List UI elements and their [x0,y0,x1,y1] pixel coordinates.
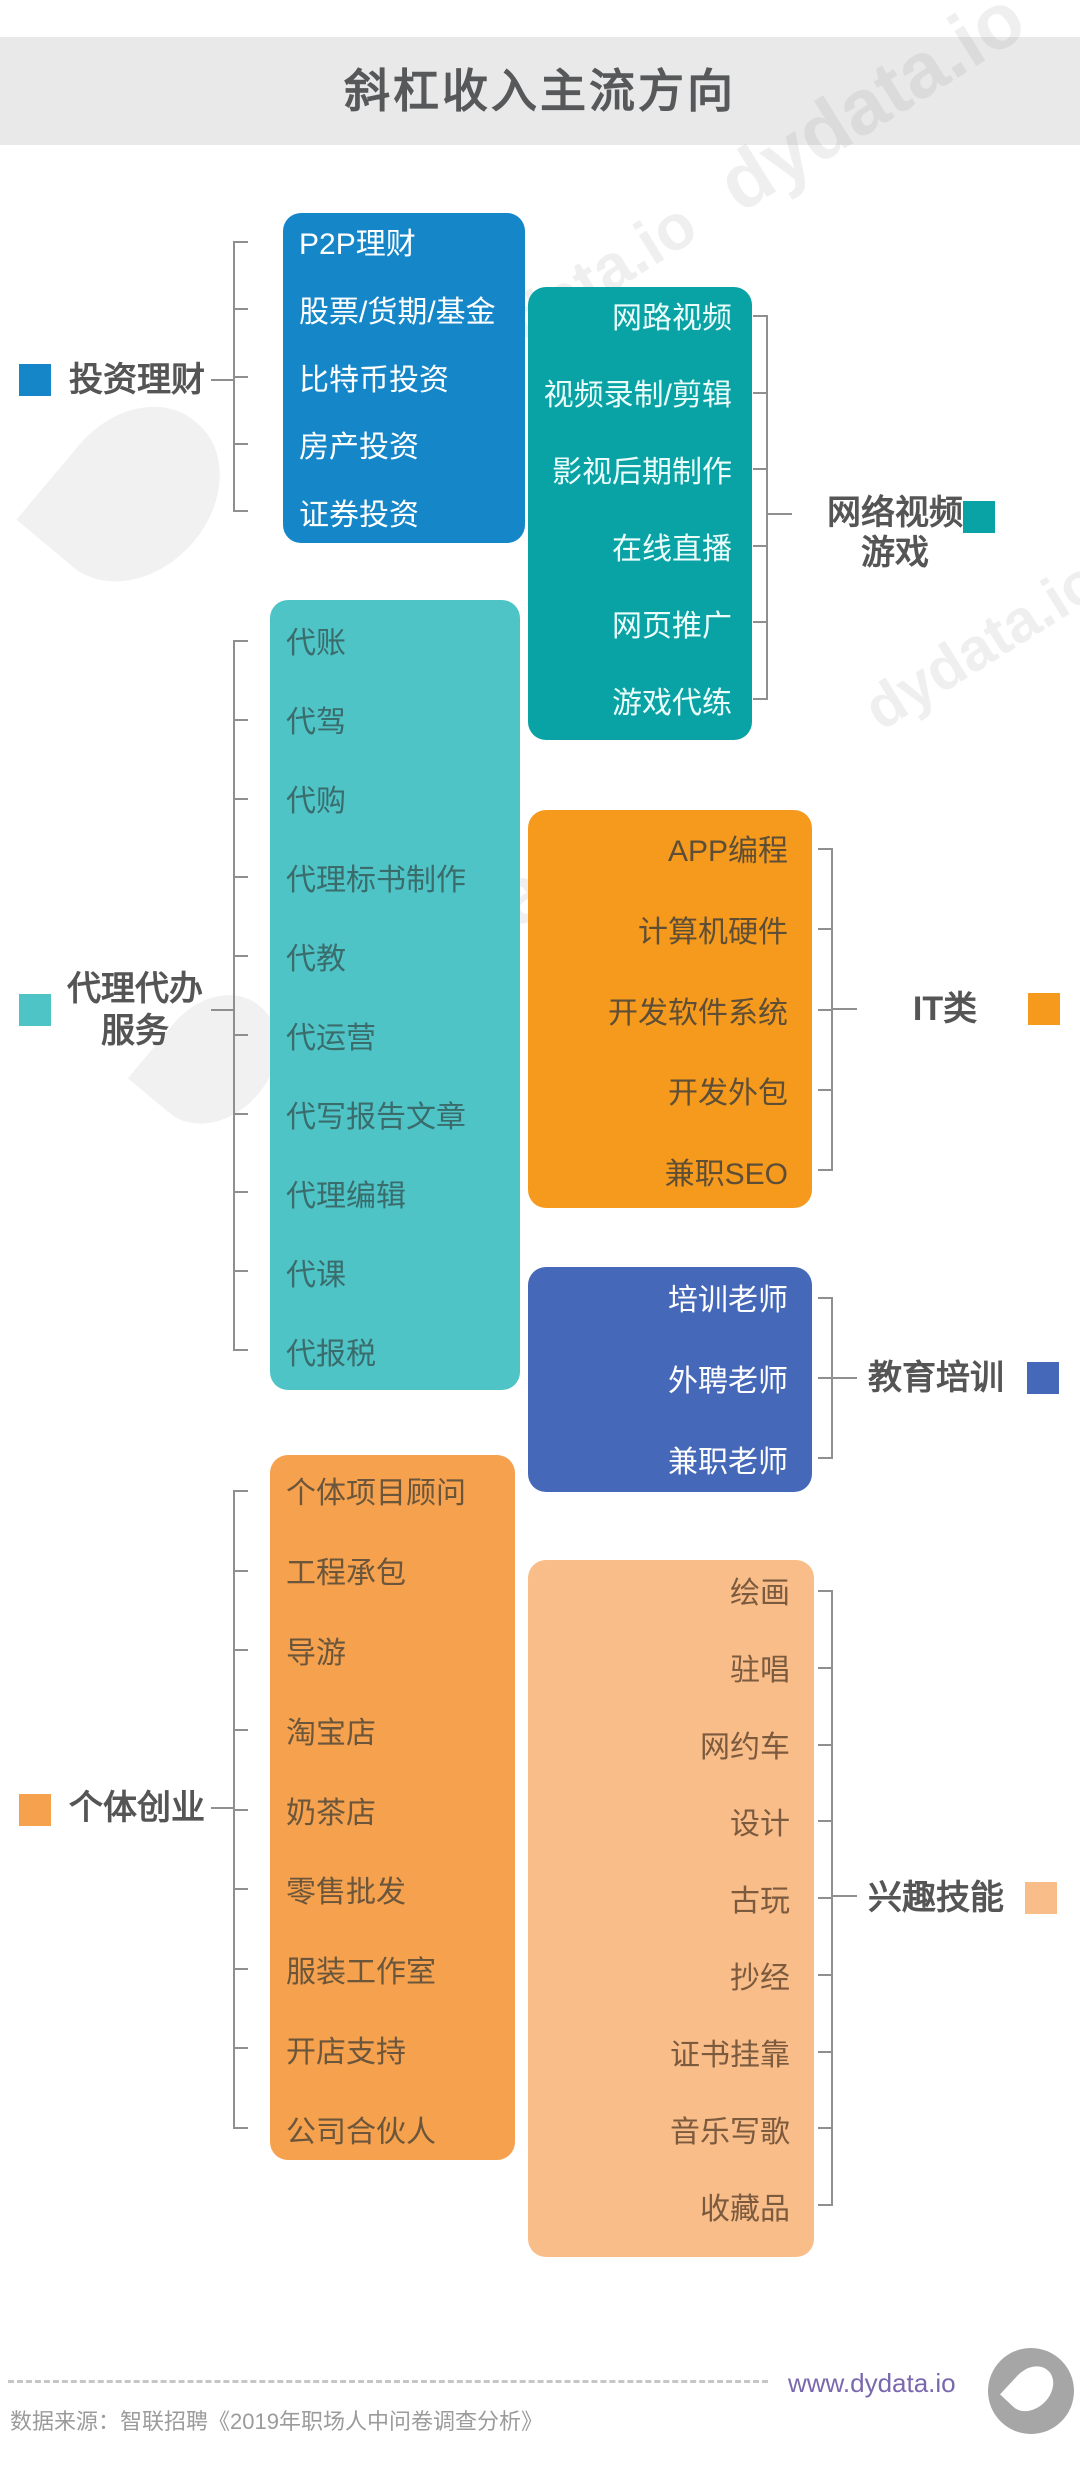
list-item: 代驾 [286,706,346,739]
list-item: 淘宝店 [286,1716,376,1750]
list-item: APP编程 [667,835,788,868]
list-item: 网路视频 [612,302,732,335]
list-item: 工程承包 [286,1556,406,1590]
list-item: 代理编辑 [286,1180,406,1213]
category-color-square [19,1794,51,1826]
list-item: 设计 [730,1808,790,1841]
label-connector-line [833,1377,857,1379]
list-item: 开店支持 [286,2036,406,2070]
list-item: 代账 [286,627,346,660]
category-label: 投资理财 [69,361,205,399]
bracket-connector [818,1590,833,2206]
list-item: 零售批发 [286,1876,406,1910]
category-color-square [1025,1882,1057,1914]
list-item: 服装工作室 [286,1956,436,1990]
list-item: 导游 [286,1636,346,1670]
list-item: 个体项目顾问 [286,1477,466,1510]
label-connector-line [768,513,792,515]
footer-dashed-divider [8,2380,768,2383]
watermark-text: dydata.io [852,546,1080,743]
list-item: 房产投资 [299,431,419,465]
category-label: 网络视频 游戏 [827,494,963,572]
list-item: 代写报告文章 [286,1101,466,1134]
label-connector-line [833,1008,857,1010]
bracket-connector [818,848,833,1171]
category-color-square [19,994,51,1026]
list-item: 证券投资 [299,499,419,532]
list-item: P2P理财 [299,228,416,261]
category-color-square [1028,993,1060,1025]
bracket-connector [818,1297,833,1459]
list-item: 比特币投资 [299,363,449,397]
list-item: 驻唱 [730,1654,790,1687]
category-items-box: 个体项目顾问工程承包导游淘宝店奶茶店零售批发服装工作室开店支持公司合伙人 [270,1455,515,2160]
dydata-flame-logo [988,2348,1074,2434]
category-items-box: P2P理财股票/货期/基金比特币投资房产投资证券投资 [283,213,525,543]
category-color-square [1027,1362,1059,1394]
bracket-connector [753,315,768,700]
bracket-connector [233,241,248,512]
category-items-box: 网路视频视频录制/剪辑影视后期制作在线直播网页推广游戏代练 [528,287,752,740]
list-item: 股票/货期/基金 [299,295,496,329]
list-item: 代课 [286,1259,346,1292]
label-connector-line [833,1895,857,1897]
list-item: 代报税 [286,1338,376,1371]
label-connector-line [211,1009,233,1011]
list-item: 培训老师 [668,1284,788,1317]
list-item: 公司合伙人 [286,2116,436,2149]
footer-website-link[interactable]: www.dydata.io [788,2368,956,2398]
list-item: 外聘老师 [668,1365,788,1398]
list-item: 代购 [286,785,346,818]
list-item: 证书挂靠 [670,2039,790,2072]
watermark-flame-logo [16,374,254,616]
bracket-connector [233,1490,248,2129]
category-label: 代理代办 服务 [67,970,203,1050]
category-items-box: APP编程计算机硬件开发软件系统开发外包兼职SEO [528,810,812,1208]
list-item: 抄经 [730,1962,790,1995]
list-item: 代理标书制作 [286,864,466,897]
page-title: 斜杠收入主流方向 [344,65,736,117]
category-label: IT类 [912,990,978,1028]
category-items-box: 培训老师外聘老师兼职老师 [528,1267,812,1492]
list-item: 兼职SEO [664,1158,788,1191]
list-item: 视频录制/剪辑 [543,379,732,412]
list-item: 计算机硬件 [638,915,788,949]
category-label: 兴趣技能 [868,1879,1004,1917]
label-connector-line [211,1807,233,1809]
list-item: 兼职老师 [668,1446,788,1479]
label-connector-line [211,379,233,381]
category-label: 个体创业 [69,1789,205,1827]
list-item: 网页推广 [612,610,732,643]
category-items-box: 代账代驾代购代理标书制作代教代运营代写报告文章代理编辑代课代报税 [270,600,520,1390]
category-items-box: 绘画驻唱网约车设计古玩抄经证书挂靠音乐写歌收藏品 [528,1560,814,2257]
list-item: 代运营 [286,1022,376,1055]
title-band: 斜杠收入主流方向 [0,37,1080,145]
category-color-square [19,364,51,396]
category-label: 教育培训 [868,1359,1004,1397]
list-item: 古玩 [730,1885,790,1918]
list-item: 网约车 [700,1731,790,1764]
bracket-connector [233,640,248,1351]
data-source-note: 数据来源：智联招聘《2019年职场人中问卷调查分析》 [10,2409,543,2434]
list-item: 影视后期制作 [552,456,732,489]
list-item: 音乐写歌 [670,2116,790,2149]
flame-icon [1000,2357,1062,2421]
category-color-square [963,501,995,533]
list-item: 游戏代练 [612,687,732,720]
list-item: 在线直播 [612,533,732,566]
list-item: 代教 [286,943,346,976]
list-item: 收藏品 [700,2193,790,2226]
list-item: 开发软件系统 [608,996,788,1030]
list-item: 开发外包 [668,1077,788,1111]
list-item: 奶茶店 [286,1796,376,1830]
list-item: 绘画 [730,1577,790,1610]
